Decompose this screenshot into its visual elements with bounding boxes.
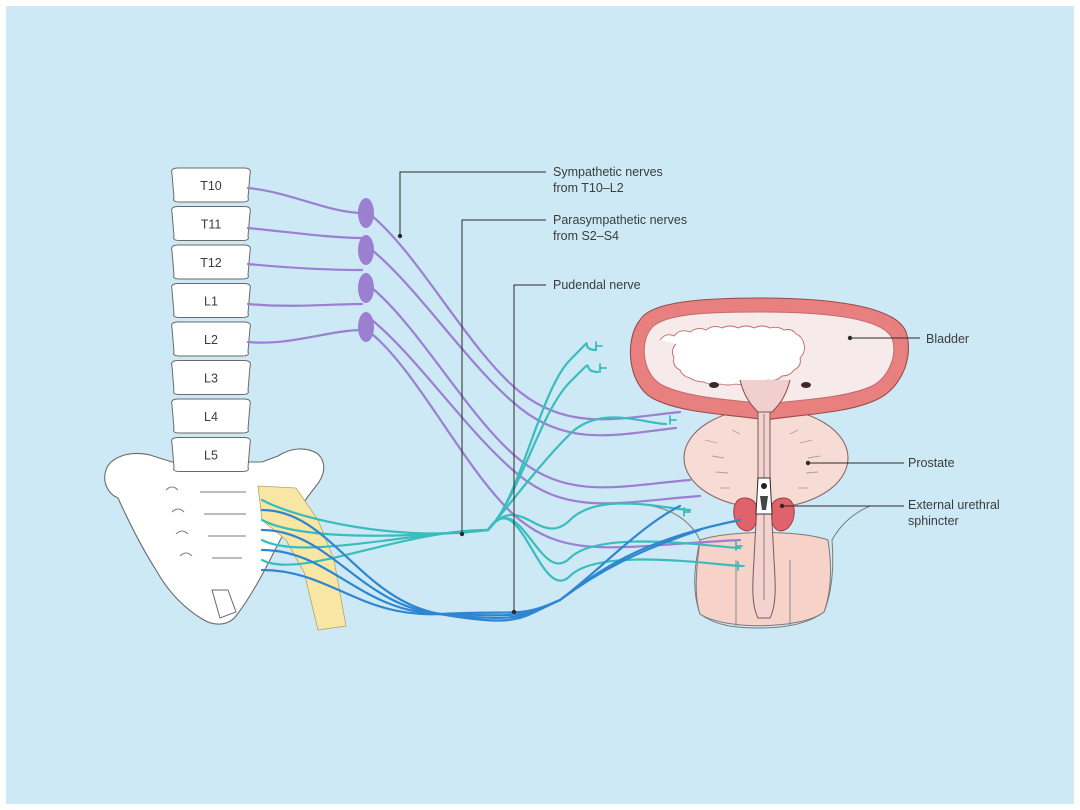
pudendal-nerve xyxy=(260,508,562,622)
vertebral-body xyxy=(171,321,251,357)
vertebral-body xyxy=(171,283,251,318)
pelvic-organs xyxy=(629,297,910,629)
sphincter-label-line2: sphincter xyxy=(908,514,959,528)
vertebra-label: T10 xyxy=(200,179,222,193)
sympathetic-nerve xyxy=(246,302,364,307)
parasympathetic-label-line2: from S2–S4 xyxy=(553,229,619,243)
ganglion xyxy=(358,235,374,265)
sympathetic-nerve xyxy=(370,248,678,437)
vertebral-body xyxy=(171,398,251,434)
parasympathetic-nerve xyxy=(486,364,600,532)
vertebra-t12: T12 xyxy=(171,244,251,280)
parasympathetic-nerve xyxy=(486,416,668,532)
vertebral-body xyxy=(171,244,251,280)
vertebra-label: L4 xyxy=(204,410,218,424)
vertebra-t10: T10 xyxy=(171,167,251,203)
sympathetic-nerve xyxy=(246,186,364,215)
sympathetic-ganglia xyxy=(358,198,374,342)
vertebra-l2: L2 xyxy=(171,321,251,357)
vertebra-l4: L4 xyxy=(171,398,251,434)
sympathetic-label-line2: from T10–L2 xyxy=(553,181,624,195)
parasympathetic-nerve xyxy=(486,517,744,582)
vertebra-label: L1 xyxy=(204,295,218,309)
vertebra-t11: T11 xyxy=(171,206,251,241)
sympathetic-nerve xyxy=(246,226,364,240)
nerve-terminal xyxy=(669,415,677,425)
parasympathetic-label-line1: Parasympathetic nerves xyxy=(553,213,687,227)
vertebra-l1: L1 xyxy=(171,283,251,318)
sympathetic-nerve xyxy=(246,328,364,344)
vertebra-label: L3 xyxy=(204,372,218,386)
bladder-label: Bladder xyxy=(926,332,969,346)
external-urethral-sphincter xyxy=(733,497,795,532)
vertebra-label: L2 xyxy=(204,333,218,347)
ganglion xyxy=(358,273,374,303)
sympathetic-nerve xyxy=(246,262,364,272)
pudendal-nerve xyxy=(260,568,562,616)
vertebral-body xyxy=(171,360,251,395)
nerve-terminal xyxy=(683,507,691,517)
vertebral-body xyxy=(171,206,251,241)
sphincter-label-line1: External urethral xyxy=(908,498,1000,512)
nerve-terminal xyxy=(599,363,607,373)
label-leaders xyxy=(399,171,920,612)
vertebra-label: L5 xyxy=(204,449,218,463)
vertebra-label: T11 xyxy=(201,218,222,232)
vertebra-label: T12 xyxy=(200,256,222,270)
coccyx xyxy=(211,589,237,619)
sympathetic-nerve xyxy=(370,332,742,549)
pudendal-nerve xyxy=(260,528,562,620)
sympathetic-label-line1: Sympathetic nerves xyxy=(553,165,663,179)
nerve-terminal xyxy=(735,541,743,551)
vertebra-l3: L3 xyxy=(171,360,251,395)
prostate-label: Prostate xyxy=(908,456,955,470)
vertebral-body xyxy=(171,437,251,472)
ganglion xyxy=(358,198,374,228)
sympathetic-nerve xyxy=(370,286,692,489)
nerve-terminal xyxy=(595,341,603,351)
parasympathetic-nerve xyxy=(260,528,490,566)
nerve-terminal xyxy=(737,561,745,571)
nerve-pathways xyxy=(246,186,745,622)
ganglion xyxy=(358,312,374,342)
pudendal-nerve xyxy=(558,518,742,602)
pudendal-label: Pudendal nerve xyxy=(553,278,641,292)
vertebral-body xyxy=(171,167,251,203)
vertebra-l5: L5 xyxy=(171,437,251,472)
